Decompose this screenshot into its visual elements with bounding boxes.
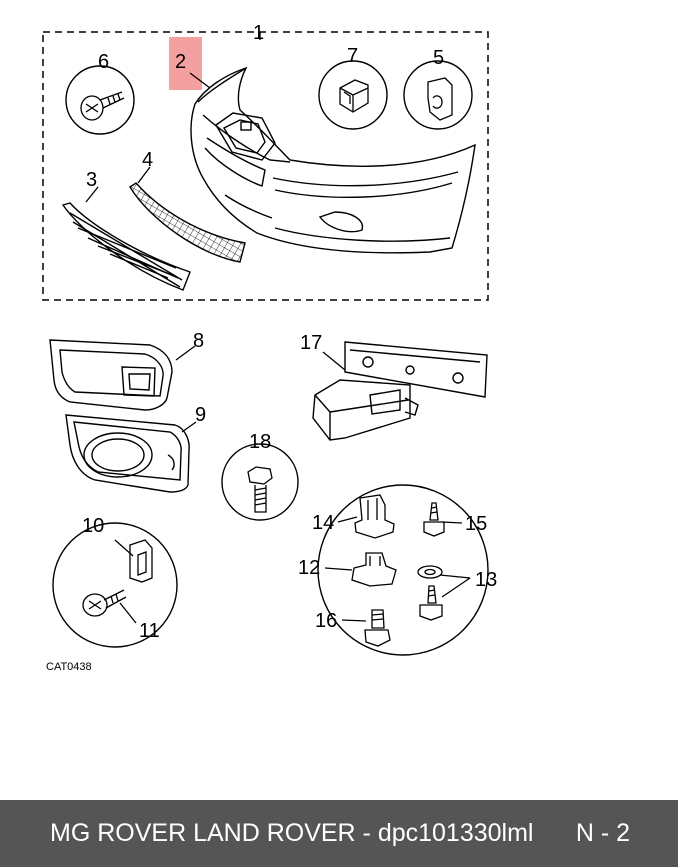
callout-8: 8 (193, 330, 204, 352)
front-bumper-part (190, 66, 476, 254)
mesh-grille-part (129, 182, 246, 263)
callout-6: 6 (98, 51, 109, 73)
bolt-part-16 (364, 609, 391, 647)
callout-15: 15 (465, 513, 487, 535)
callout-3: 3 (86, 169, 97, 191)
detail-circle-6 (65, 65, 135, 135)
footer-page-number: N - 2 (575, 819, 630, 847)
callout-7: 7 (347, 45, 358, 67)
callout-11: 11 (139, 620, 160, 642)
detail-circle-5 (403, 60, 473, 130)
nut-part-12 (351, 552, 397, 587)
screw-part-11 (82, 589, 127, 617)
assembly-dashed-box (42, 31, 489, 301)
callout-10: 10 (82, 515, 104, 537)
callout-16: 16 (315, 610, 337, 632)
detail-circle-12-16 (317, 484, 489, 656)
lower-grille-part (61, 202, 191, 291)
detail-circle-18 (221, 443, 299, 521)
callout-5: 5 (433, 47, 444, 69)
footer-bar: MG ROVER LAND ROVER - dpc101330lml N - 2 (0, 800, 678, 867)
fog-lamp-part (65, 414, 190, 493)
catalog-code: CAT0438 (46, 661, 92, 673)
clip-part-10 (129, 539, 153, 583)
callout-17: 17 (300, 332, 322, 354)
callout-2: 2 (175, 51, 186, 73)
callout-18: 18 (249, 431, 271, 453)
detail-circle-10-11 (52, 522, 178, 648)
mounting-bracket-part (312, 341, 488, 441)
callout-14: 14 (312, 512, 334, 534)
callout-9: 9 (195, 404, 206, 426)
parts-diagram: 1 2 3 4 5 6 7 8 9 10 11 12 13 14 15 16 1… (42, 22, 497, 673)
callout-13: 13 (475, 569, 497, 591)
footer-title: MG ROVER LAND ROVER - dpc101330lml (50, 819, 534, 847)
clip-part-5 (427, 77, 453, 121)
fog-lamp-bezel-part (49, 339, 173, 411)
clip-part-14 (354, 494, 395, 539)
detail-circle-7 (318, 60, 388, 130)
callout-4: 4 (142, 149, 153, 171)
bolt-part-18 (247, 466, 273, 513)
highlight-item-2 (169, 37, 202, 90)
clip-part-7 (339, 79, 369, 113)
screw-part-13 (419, 585, 443, 621)
callout-12: 12 (298, 557, 320, 579)
leader-lines (85, 32, 471, 624)
callout-labels: 1 2 3 4 5 6 7 8 9 10 11 12 13 14 15 16 1… (46, 22, 497, 673)
washer-part-13 (417, 565, 443, 579)
callout-1: 1 (253, 22, 264, 44)
screw-part-15 (423, 502, 445, 537)
screw-part-6 (80, 91, 125, 121)
